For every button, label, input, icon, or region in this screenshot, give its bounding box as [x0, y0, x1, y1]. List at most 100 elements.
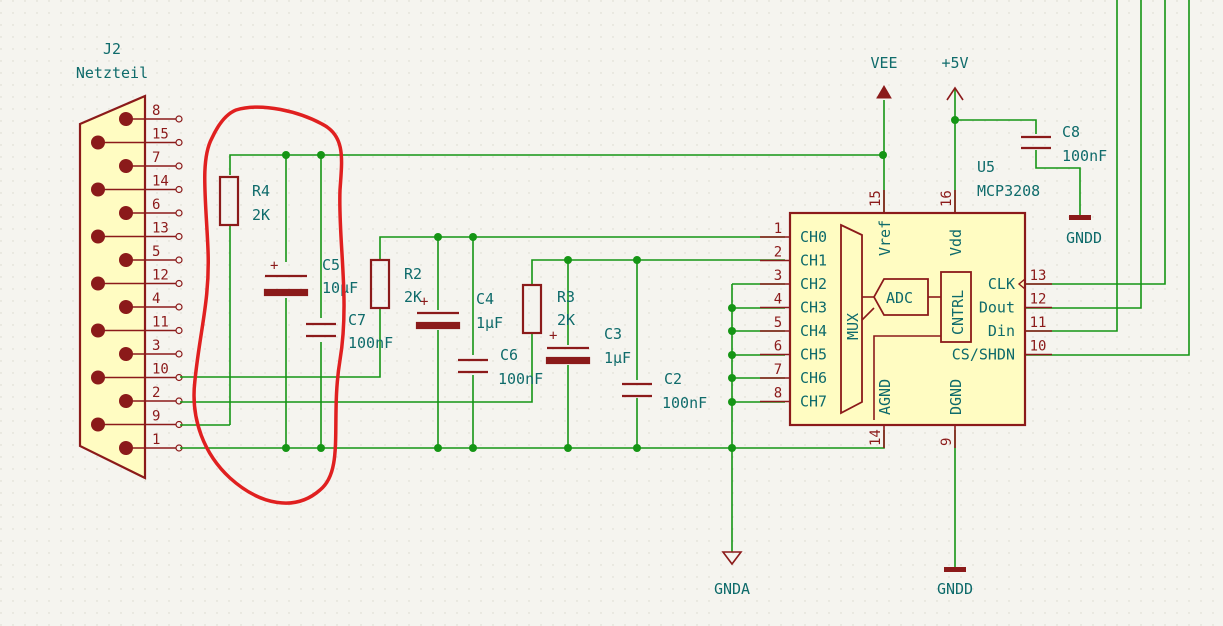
control-block	[940, 271, 972, 343]
resistor-value: 2K	[252, 206, 270, 224]
ic-pin-name: CH4	[800, 322, 827, 340]
connector-value: Netzteil	[76, 64, 148, 82]
capacitor-ref: C7	[348, 311, 366, 329]
connector-pin-number: 1	[152, 432, 160, 448]
gndd-label: GNDD	[937, 580, 973, 598]
capacitor-c8[interactable]: C8 100nF	[1021, 123, 1107, 165]
mux-label: MUX	[844, 313, 862, 340]
ic-pin-name: CH3	[800, 299, 827, 317]
capacitor-value: 100nF	[498, 370, 543, 388]
ic-pin-name: CH0	[800, 228, 827, 246]
ic-pin-number: 11	[1030, 315, 1047, 331]
ic-pin-number: 9	[939, 438, 955, 446]
connector-pin-number: 13	[152, 221, 169, 237]
ic-pin-number: 14	[868, 429, 884, 446]
ic-ref: U5	[977, 158, 995, 176]
ic-pin-number: 8	[774, 386, 782, 402]
ic-pin-name: Vref	[876, 220, 894, 256]
ic-pin-name: CS/SHDN	[952, 346, 1015, 364]
ic-pin-number: 15	[868, 190, 884, 207]
ic-pin-number: 2	[774, 245, 782, 261]
gndd-c8-symbol: GNDD	[1066, 215, 1102, 247]
capacitor-ref: C6	[500, 346, 518, 364]
ic-pin-number: 4	[774, 292, 782, 308]
ic-pin-name: Vdd	[947, 229, 965, 256]
ic-pin-name: CH6	[800, 369, 827, 387]
ic-pin-number: 10	[1030, 339, 1047, 355]
resistor-value: 2K	[557, 311, 575, 329]
ic-pin-number: 13	[1030, 268, 1047, 284]
capacitor-c5[interactable]: + C5 10µF	[263, 256, 358, 297]
capacitor-c6[interactable]: C6 100nF	[458, 346, 543, 388]
capacitor-ref: C5	[322, 256, 340, 274]
ic-pin-name: CLK	[988, 275, 1015, 293]
ic-pin-name: AGND	[876, 379, 894, 415]
capacitor-ref: C3	[604, 325, 622, 343]
capacitor-c3[interactable]: + C3 1µF	[545, 325, 631, 367]
resistor-r2[interactable]: R2 2K	[369, 258, 422, 310]
resistor-r4[interactable]: R4 2K	[218, 175, 270, 227]
connector-pin-number: 14	[152, 174, 169, 190]
capacitor-c7[interactable]: C7 100nF	[306, 311, 393, 352]
capacitor-c2[interactable]: C2 100nF	[622, 370, 707, 412]
connector-pin-number: 10	[152, 362, 169, 378]
ic-pin-name: Din	[988, 322, 1015, 340]
connector-pin-number: 7	[152, 150, 160, 166]
connector-body	[78, 94, 147, 480]
ic-pin-name: CH2	[800, 275, 827, 293]
highlight-circle	[192, 105, 346, 505]
ic-pin-name: CH7	[800, 393, 827, 411]
capacitor-ref: C2	[664, 370, 682, 388]
ic-body	[788, 211, 1027, 427]
vee-symbol: VEE	[870, 54, 898, 99]
v5-label: +5V	[941, 54, 968, 72]
capacitor-value: 100nF	[662, 394, 707, 412]
svg-text:+: +	[549, 328, 557, 344]
ic-pin-number: 6	[774, 339, 782, 355]
ic-pin-name: CH1	[800, 252, 827, 270]
capacitor-value: 100nF	[1062, 147, 1107, 165]
gnda-label: GNDA	[714, 580, 750, 598]
connector-pin-number: 4	[152, 291, 160, 307]
ic-pin-number: 16	[939, 190, 955, 207]
connector-ref: J2	[103, 40, 121, 58]
capacitor-value: 100nF	[348, 334, 393, 352]
connector-pin-number: 2	[152, 385, 160, 401]
ic-pin-name: DGND	[947, 379, 965, 415]
capacitor-value: 10µF	[322, 279, 358, 297]
ic-pin-number: 5	[774, 315, 782, 331]
ic-pin-number: 12	[1030, 292, 1047, 308]
connector-pin-number: 9	[152, 409, 160, 425]
ic-pin-number: 3	[774, 268, 782, 284]
resistor-ref: R3	[557, 288, 575, 306]
junctions	[282, 116, 959, 452]
connector-pin-number: 3	[152, 338, 160, 354]
resistor-ref: R2	[404, 265, 422, 283]
svg-text:+: +	[270, 258, 278, 274]
mux-block	[840, 223, 863, 415]
capacitor-ref: C4	[476, 290, 494, 308]
connector-pin-number: 8	[152, 103, 160, 119]
vee-label: VEE	[870, 54, 897, 72]
capacitor-value: 1µF	[476, 314, 503, 332]
capacitor-value: 1µF	[604, 349, 631, 367]
capacitor-c4[interactable]: + C4 1µF	[415, 290, 503, 332]
gndd-c8-label: GNDD	[1066, 229, 1102, 247]
capacitor-ref: C8	[1062, 123, 1080, 141]
ic-pin-number: 1	[774, 221, 782, 237]
ic-pin-name: Dout	[979, 299, 1015, 317]
connector-pin-number: 12	[152, 268, 169, 284]
svg-text:+: +	[420, 294, 428, 310]
ic-pin-name: CH5	[800, 346, 827, 364]
resistor-r3[interactable]: R3 2K	[521, 283, 575, 335]
connector-pin-number: 15	[152, 127, 169, 143]
resistor-ref: R4	[252, 182, 270, 200]
ic-pin-number: 7	[774, 362, 782, 378]
gnda-symbol: GNDA	[714, 551, 750, 598]
